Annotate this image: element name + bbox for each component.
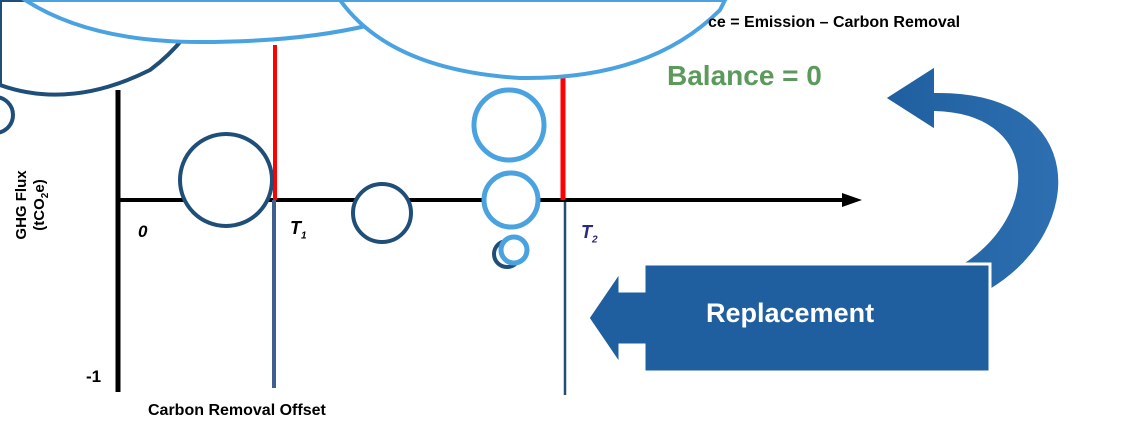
balance-zero-label: Balance = 0 [667,60,822,91]
replacement-label: Replacement [706,298,875,328]
light-bubble-mid [481,170,541,230]
y-axis-label: GHG Flux (tCO2e) [4,110,64,300]
replacement-arrow [586,262,992,374]
t2-label: T2 [581,222,598,246]
x-axis-arrowhead [842,193,862,207]
light-bubble-top [471,87,547,163]
y-axis-unit: (tCO2e) [31,179,51,231]
cloud-right [337,0,728,81]
dark-bubble-medium [351,182,413,244]
dark-bubble-large [178,132,274,228]
y-axis-title: GHG Flux [13,170,30,240]
t1-label: T1 [290,218,307,242]
light-bubble-bottom [498,234,530,266]
carbon-removal-offset-label: Carbon Removal Offset [148,402,326,419]
tick-minus-one: -1 [86,367,102,386]
tick-zero: 0 [138,222,148,241]
curved-arrow [883,64,1061,292]
balance-formula-label: ce = Emission – Carbon Removal [708,14,961,31]
cloud-middle [21,0,383,45]
cloud-left-small [0,95,15,135]
